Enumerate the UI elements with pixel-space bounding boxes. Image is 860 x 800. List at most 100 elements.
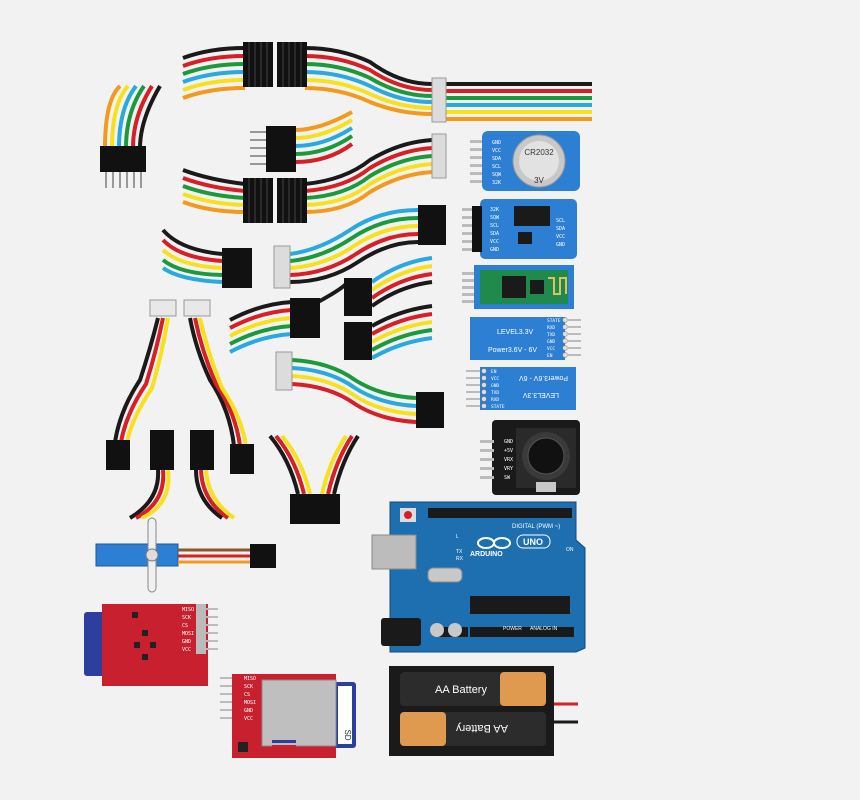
header-connector bbox=[290, 494, 340, 524]
bluetooth-module-mirrored: LEVEL3.3V Power3.6V - 6V EN VCC GND TXD … bbox=[466, 367, 576, 410]
battery-label: CR2032 bbox=[524, 148, 554, 157]
pin-label: 32K bbox=[492, 180, 501, 186]
rx-label: RX bbox=[456, 556, 464, 562]
header-connector bbox=[290, 298, 320, 338]
header-connector bbox=[222, 248, 252, 288]
pin-label: +5V bbox=[504, 448, 513, 454]
sd-card-label: SD bbox=[343, 729, 352, 740]
power-label: Power3.6V - 6V bbox=[488, 347, 537, 354]
pin-label: RXD bbox=[491, 397, 499, 403]
joystick-module: GND +5V VRX VRY SW bbox=[480, 420, 580, 495]
pin-label: TXD bbox=[547, 332, 555, 338]
pin-label: VCC bbox=[182, 647, 191, 653]
pin-label: SQW bbox=[492, 172, 502, 178]
header-connector bbox=[242, 177, 274, 224]
l-label: L bbox=[456, 534, 459, 540]
jst-connector bbox=[275, 351, 293, 391]
servo-cables bbox=[113, 317, 360, 520]
pin-label: GND bbox=[244, 708, 253, 714]
wire-bundle-left-vertical bbox=[103, 84, 162, 149]
pin-label: CS bbox=[182, 623, 188, 629]
pin-label: VCC bbox=[556, 234, 565, 240]
battery-label: AA Battery bbox=[435, 684, 487, 696]
header-connector bbox=[276, 41, 308, 88]
jst-connector bbox=[183, 299, 211, 317]
pin-label: SQW bbox=[490, 215, 500, 221]
pin-label: SCK bbox=[182, 615, 191, 621]
brand-label: ARDUINO bbox=[470, 551, 503, 558]
sd-card-module: MISO SCK CS MOSI GND VCC bbox=[84, 604, 218, 686]
wire-bundle-row2 bbox=[294, 110, 354, 164]
pin-label: GND bbox=[490, 247, 499, 253]
header-connector bbox=[106, 440, 130, 470]
rtc-module-cr2032: CR2032 3V GND VCC SDA SCL SQW 32K bbox=[470, 131, 580, 191]
pin-label: SCL bbox=[556, 218, 565, 224]
arduino-uno-board: DIGITAL (PWM ~) ARDUINO UNO POWER ANALOG… bbox=[371, 501, 586, 653]
pin-label: SCL bbox=[490, 223, 499, 229]
header-connector bbox=[418, 205, 446, 245]
pin-label: GND bbox=[547, 339, 555, 345]
tx-label: TX bbox=[456, 549, 463, 555]
pin-label: SDA bbox=[490, 231, 499, 237]
pin-label: EN bbox=[491, 369, 497, 375]
pin-label: VCC bbox=[547, 346, 555, 352]
pin-label: SDA bbox=[556, 226, 565, 232]
header-connector bbox=[266, 126, 296, 172]
pin-label: GND bbox=[556, 242, 565, 248]
jst-connector bbox=[149, 299, 177, 317]
battery-voltage: 3V bbox=[534, 176, 544, 185]
pin-label: MISO bbox=[182, 607, 194, 613]
pin-label: MOSI bbox=[182, 631, 194, 637]
header-connector bbox=[416, 392, 444, 428]
pin-label: GND bbox=[182, 639, 191, 645]
pin-label: 32K bbox=[490, 207, 499, 213]
analog-label: ANALOG IN bbox=[530, 626, 558, 632]
rtc-module-ds3231: 32K SQW SCL SDA VCC GND SCL SDA VCC GND bbox=[462, 199, 577, 259]
pin-label: GND bbox=[492, 140, 501, 146]
jst-connector bbox=[431, 133, 447, 179]
servo-motor bbox=[95, 517, 276, 593]
header-connector bbox=[100, 146, 146, 172]
pin-label: SW bbox=[504, 475, 511, 481]
pin-label: STATE bbox=[491, 404, 505, 410]
jst-connector bbox=[273, 245, 291, 289]
header-connector bbox=[230, 444, 254, 474]
wire-bundle-row3 bbox=[182, 138, 433, 214]
header-connector bbox=[344, 278, 372, 316]
pin-label: VCC bbox=[492, 148, 501, 154]
on-label: ON bbox=[566, 547, 574, 553]
battery-label: AA Battery bbox=[456, 722, 508, 734]
pin-label: GND bbox=[504, 439, 513, 445]
power-label: POWER bbox=[503, 626, 522, 632]
header-connector bbox=[242, 41, 274, 88]
header-connector bbox=[344, 322, 372, 360]
bluetooth-module-label-side: LEVEL3.3V Power3.6V - 6V STATE RXD TXD G… bbox=[470, 317, 581, 360]
header-connector bbox=[276, 177, 308, 224]
pin-label: VRX bbox=[504, 457, 513, 463]
pin-label: RXD bbox=[547, 325, 555, 331]
microsd-card-module: SD MISO SCK CS MOSI GND VCC bbox=[220, 674, 356, 758]
wire-bundle-top bbox=[182, 46, 592, 121]
model-label: UNO bbox=[523, 537, 543, 547]
pin-label: MOSI bbox=[244, 700, 256, 706]
pin-label: EN bbox=[547, 353, 553, 359]
pin-label: GND bbox=[491, 383, 499, 389]
pin-label: CS bbox=[244, 692, 250, 698]
pin-label: TXD bbox=[491, 390, 499, 396]
pin-label: VCC bbox=[491, 376, 499, 382]
jst-connector bbox=[431, 77, 447, 123]
pin-label: VCC bbox=[244, 716, 253, 722]
pin-label: VCC bbox=[490, 239, 499, 245]
pin-label: VRY bbox=[504, 466, 513, 472]
pin-label: SCL bbox=[492, 164, 501, 170]
pin-label: STATE bbox=[547, 318, 561, 324]
level-label: LEVEL3.3V bbox=[497, 329, 534, 336]
arduino-logo bbox=[477, 537, 511, 549]
pin-label: SDA bbox=[492, 156, 501, 162]
power-label: Power3.6V - 6V bbox=[519, 374, 568, 381]
pin-label: MISO bbox=[244, 676, 256, 682]
digital-label: DIGITAL (PWM ~) bbox=[512, 524, 560, 530]
aa-battery-holder: AA Battery AA Battery bbox=[389, 666, 578, 756]
